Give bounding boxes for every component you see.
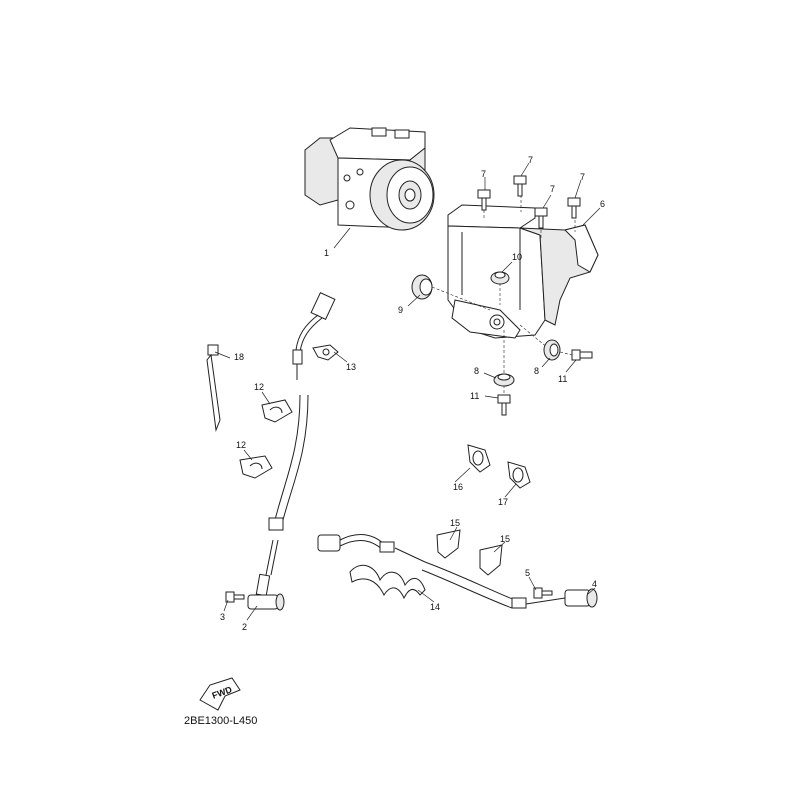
callout-6: 6	[600, 199, 605, 209]
clip-12-a	[261, 399, 293, 423]
callout-12b: 12	[236, 440, 246, 450]
callout-14: 14	[430, 602, 440, 612]
clip-15-b	[479, 544, 503, 576]
abs-unit	[304, 127, 435, 231]
grommet-10	[490, 271, 510, 285]
callout-7b: 7	[528, 155, 533, 165]
bolt-3	[225, 591, 245, 603]
callout-leaders	[214, 162, 601, 621]
bolt-11-b	[497, 394, 511, 416]
grommet-8-b	[493, 373, 515, 387]
grommet-8-a	[543, 339, 561, 361]
clip-13	[312, 344, 339, 361]
callout-9: 9	[398, 305, 403, 315]
abs-bracket	[447, 204, 599, 339]
callout-8b: 8	[474, 366, 479, 376]
clip-15-a	[436, 529, 461, 559]
callout-7c: 7	[550, 184, 555, 194]
part-code: 2BE1300-L450	[184, 715, 257, 727]
clip-12-b	[239, 455, 273, 479]
callout-7a: 7	[481, 169, 486, 179]
callout-17: 17	[498, 497, 508, 507]
fwd-arrow-icon: FWD	[199, 677, 241, 711]
front-sensor-harness	[265, 291, 336, 576]
sensor-4	[564, 588, 598, 608]
callout-7d: 7	[580, 172, 585, 182]
callout-15b: 15	[500, 534, 510, 544]
bolt-11-a	[571, 349, 593, 361]
callout-11b: 11	[470, 391, 479, 401]
bolt-7-b	[513, 175, 527, 197]
callout-3: 3	[220, 612, 225, 622]
rear-sensor-harness	[317, 534, 566, 609]
callout-11a: 11	[558, 374, 567, 384]
grommet-9	[411, 274, 433, 300]
bolt-7-c	[534, 207, 548, 229]
callout-5: 5	[525, 568, 530, 578]
sensor-2	[247, 573, 285, 611]
bolt-5	[533, 587, 553, 599]
clamp-17	[507, 461, 531, 489]
callout-2: 2	[242, 622, 247, 632]
callout-16: 16	[453, 482, 463, 492]
protector-14	[349, 564, 426, 600]
callout-15a: 15	[450, 518, 460, 528]
assembly-lines	[431, 190, 576, 395]
callout-4: 4	[592, 579, 597, 589]
callout-10: 10	[512, 252, 522, 262]
bolt-7-d	[567, 197, 581, 219]
callout-13: 13	[346, 362, 356, 372]
callout-1: 1	[324, 248, 329, 258]
callout-18: 18	[234, 352, 244, 362]
callout-12a: 12	[254, 382, 264, 392]
bolt-7-a	[477, 189, 491, 211]
callout-8a: 8	[534, 366, 539, 376]
callout-labels: 1 7 7 7 7 6 9 10 8 8 11 11 18 12 12 13 1…	[220, 155, 605, 632]
clamp-16	[467, 444, 491, 473]
cable-tie-18	[206, 344, 221, 432]
